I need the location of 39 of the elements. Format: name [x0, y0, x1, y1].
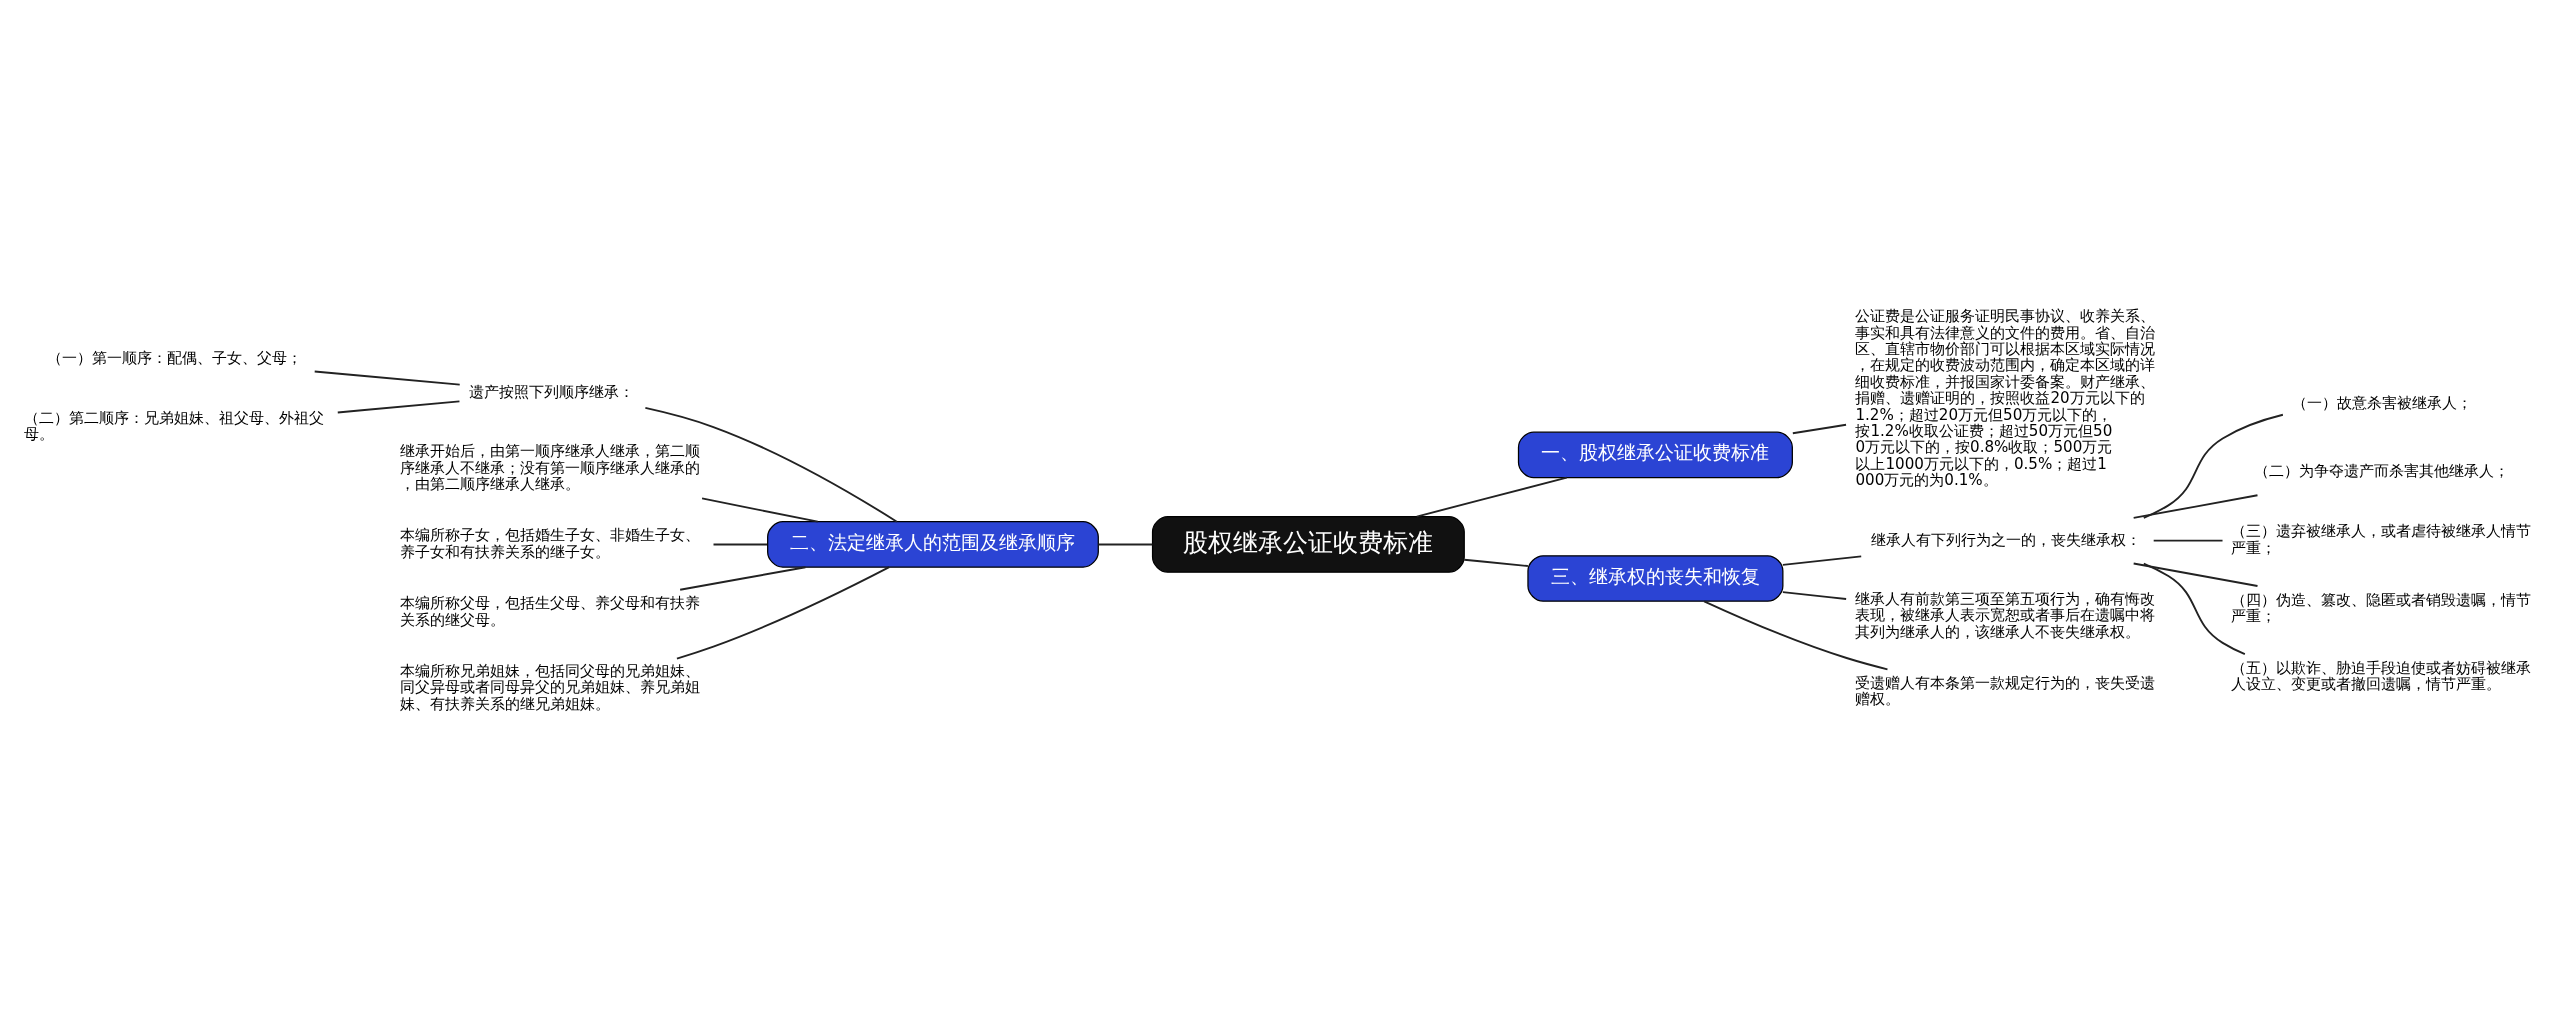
- connector: [1415, 476, 1568, 518]
- connector: [1781, 554, 1863, 566]
- node-text: 公证费是公证服务证明民事协议、收养关系、事实和具有法律意义的文件的费用。省、自治区、直辖市物价部门可以根据本区域实际情况，在规定的收费波动范围内，确定本区域的详细收费标准，并报国家计委备案。财产继承、捐赠、遗赠证明的，按照收益20万元以下的1.2%；超过20万元但50万元以下的，按1.2%收取公证费；超过50万元但500万元以下的，按0.8%收取；500万元以上1000万元以下的，0.5%；超过1000万元的为0.1%。: [1855, 306, 2156, 489]
- node-text: 本编所称父母，包括生父母、养父母和有扶养关系的继父母。: [400, 593, 701, 629]
- node-text: 继承人有下列行为之一的，丧失继承权：: [1870, 530, 2141, 549]
- node-text: 本编所称子女，包括婚生子女、非婚生子女、养子女和有扶养关系的继子女。: [400, 525, 701, 561]
- connector: [712, 543, 769, 545]
- node-text: 遗产按照下列顺序继承：: [468, 382, 634, 401]
- node-box: 一、股权继承公证收费标准: [1517, 431, 1793, 478]
- node-text: 本编所称兄弟姐妹，包括同父母的兄弟姐妹、同父异母或者同母异父的兄弟姐妹、养兄弟姐妹、有扶养关系的继兄弟姐妹。: [400, 661, 701, 713]
- connector: [2132, 493, 2259, 519]
- node-text: （二）第二顺序：兄弟姐妹、祖父母、外祖父母。: [24, 408, 325, 443]
- node-text: （一）第一顺序：配偶、子女、父母；: [47, 348, 303, 367]
- connector: [1463, 558, 1529, 567]
- connector: [2142, 562, 2246, 655]
- node-box: 三、继承权的丧失和恢复: [1527, 554, 1784, 602]
- connector: [313, 370, 461, 386]
- connector: [1791, 423, 1847, 434]
- connector: [1781, 590, 1848, 600]
- node-text: （二）为争夺遗产而杀害其他继承人；: [2254, 461, 2510, 480]
- node-text: （五）以欺诈、胁迫手段迫使或者妨碍被继承人设立、变更或者撤回遗嘱，情节严重。: [2231, 658, 2532, 693]
- connector: [1703, 599, 1889, 670]
- node-text: 继承开始后，由第一顺序继承人继承，第二顺序继承人不继承；没有第一顺序继承人继承的，由第二顺序继承人继承。: [400, 441, 701, 493]
- connector: [675, 565, 891, 660]
- connector: [2142, 413, 2284, 519]
- connector: [336, 399, 461, 413]
- node-box: 二、法定继承人的范围及继承顺序: [767, 520, 1099, 568]
- node-text: （三）遗弃被继承人，或者虐待被继承人情节严重；: [2231, 521, 2532, 557]
- connector: [701, 497, 819, 523]
- node-text: 继承人有前款第三项至第五项行为，确有悔改表现，被继承人表示宽恕或者事后在遗嘱中将其列为继承人的，该继承人不丧失继承权。: [1855, 589, 2156, 641]
- connector: [2132, 562, 2259, 587]
- node-text: （一）故意杀害被继承人；: [2292, 393, 2473, 412]
- connector: [2152, 539, 2224, 542]
- connector: [1097, 543, 1154, 545]
- connector: [679, 565, 807, 591]
- node-text: 受遗赠人有本条第一款规定行为的，丧失受遗赠权。: [1855, 673, 2156, 708]
- node-box: 股权继承公证收费标准: [1151, 515, 1465, 573]
- node-text: （四）伪造、篡改、隐匿或者销毁遗嘱，情节严重；: [2231, 590, 2532, 625]
- connector: [644, 406, 898, 523]
